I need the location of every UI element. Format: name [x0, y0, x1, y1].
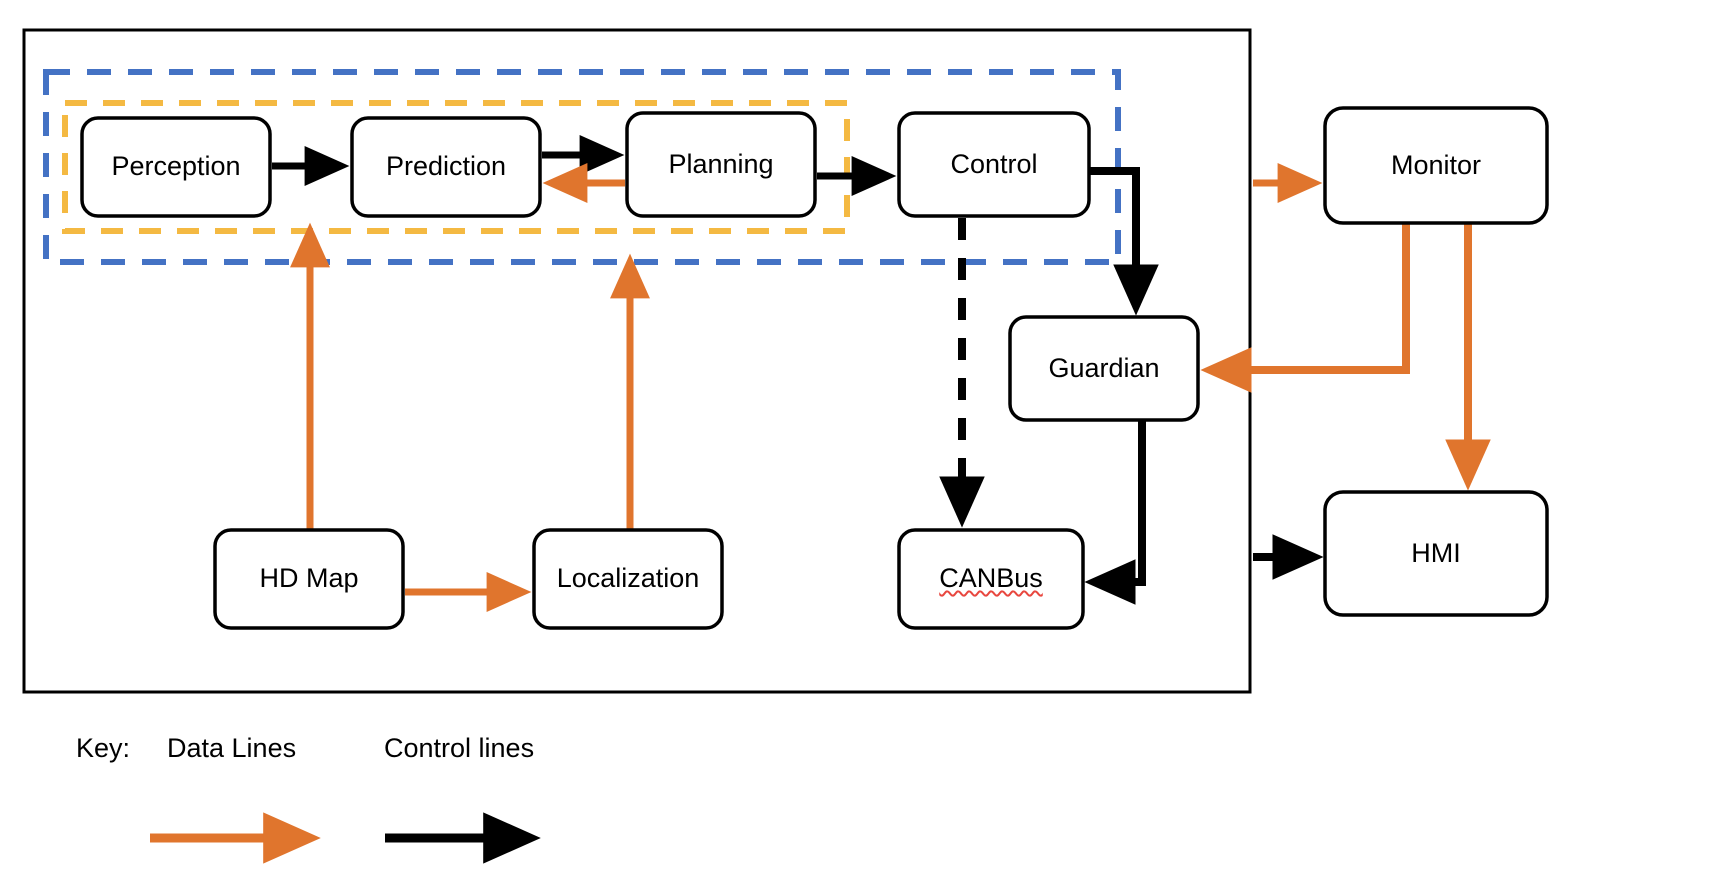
edge-control-to-guardian [1089, 167, 1159, 316]
node-control[interactable] [897, 111, 1091, 218]
node-perception[interactable] [80, 116, 272, 218]
node-guardian[interactable] [1008, 315, 1200, 422]
node-hmi[interactable] [1323, 490, 1549, 617]
node-hd-map[interactable] [213, 528, 405, 630]
edge-monitor-to-guardian [1200, 223, 1410, 393]
node-prediction[interactable] [350, 116, 542, 218]
node-monitor[interactable] [1323, 106, 1549, 225]
node-planning[interactable] [625, 111, 817, 218]
yellow-group-boundary [62, 100, 850, 234]
node-canbus[interactable] [897, 528, 1085, 630]
key-label: Key: [76, 733, 131, 763]
edge-guardian-to-canbus [1084, 420, 1146, 605]
key-entry-data-lines-label: Data Lines [167, 733, 297, 763]
node-localization[interactable] [532, 528, 724, 630]
key-entry-control-lines-label: Control lines [384, 733, 535, 763]
